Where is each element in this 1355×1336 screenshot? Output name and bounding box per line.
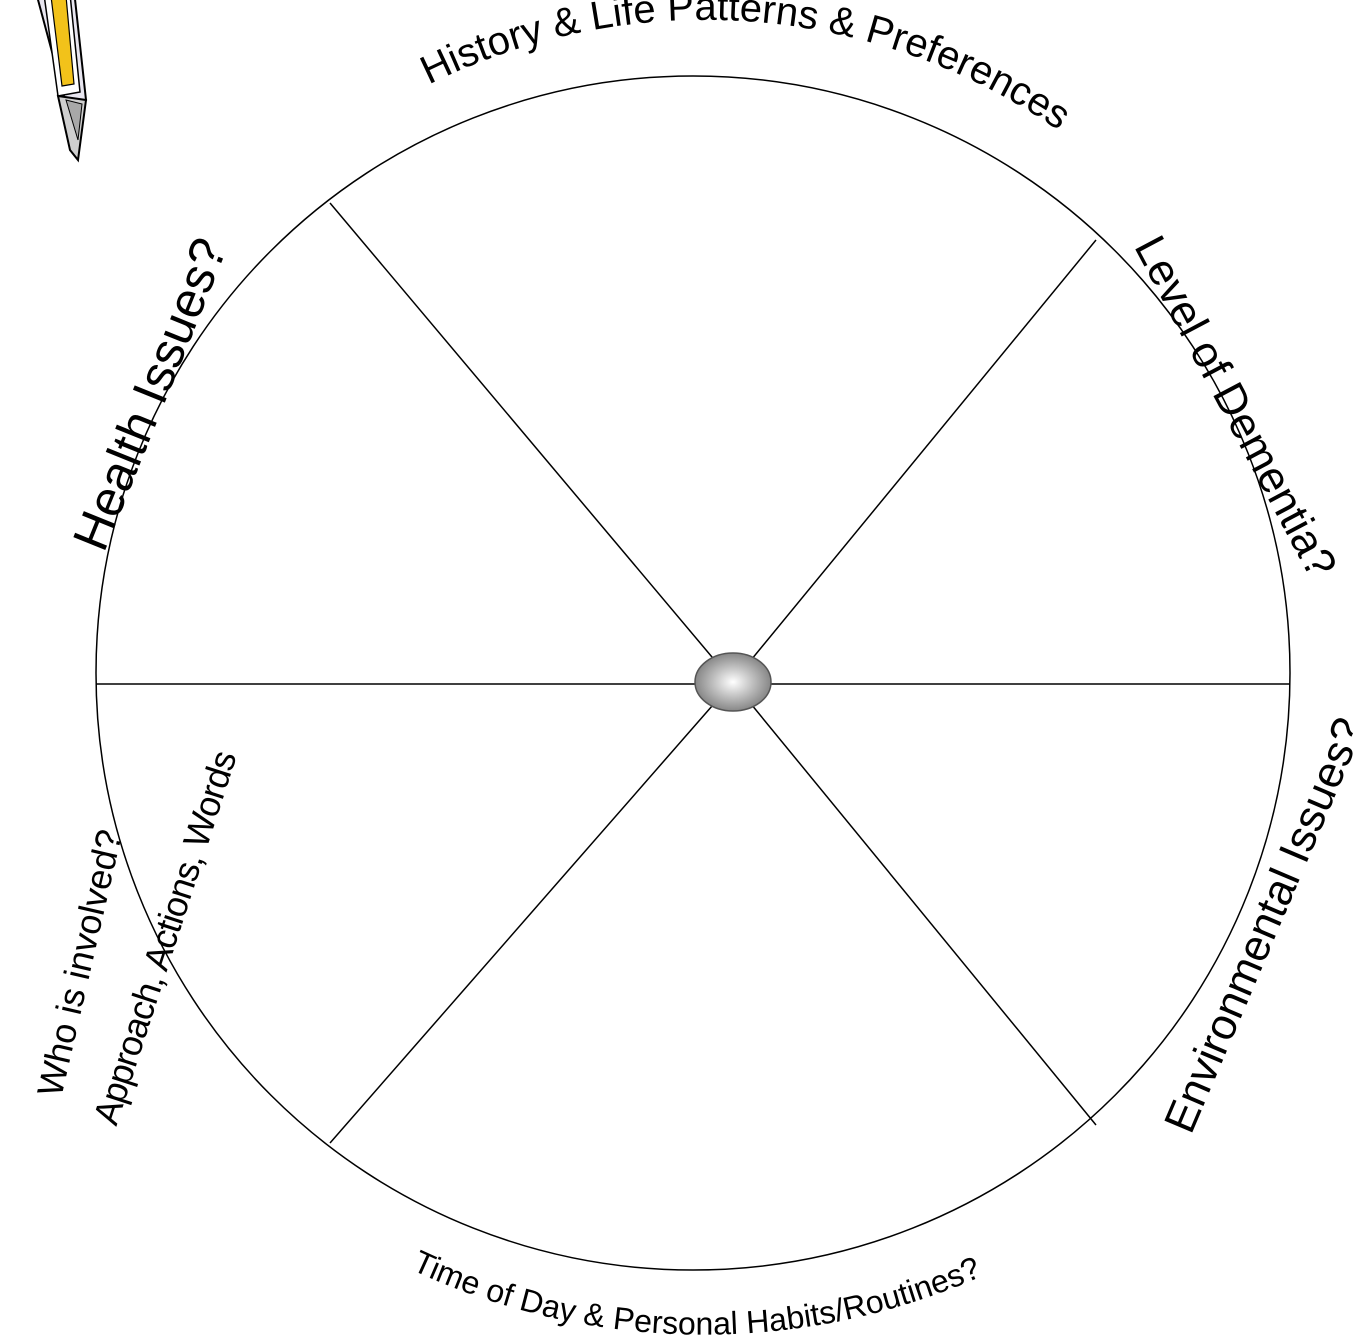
spoke-lower-right <box>732 681 1097 1126</box>
wheel-spokes <box>95 75 1291 1271</box>
spoke-lower-left <box>329 681 734 1144</box>
spoke-upper-right <box>732 239 1097 683</box>
wheel-outline <box>95 75 1291 1271</box>
label-top: History & Life Patterns & Preferences <box>414 0 1079 138</box>
hub-ellipse <box>694 652 772 712</box>
spoke-upper-left <box>329 202 734 683</box>
label-bottom: Time of Day & Personal Habits/Routines? <box>408 1243 985 1336</box>
pencil-icon <box>37 0 88 163</box>
